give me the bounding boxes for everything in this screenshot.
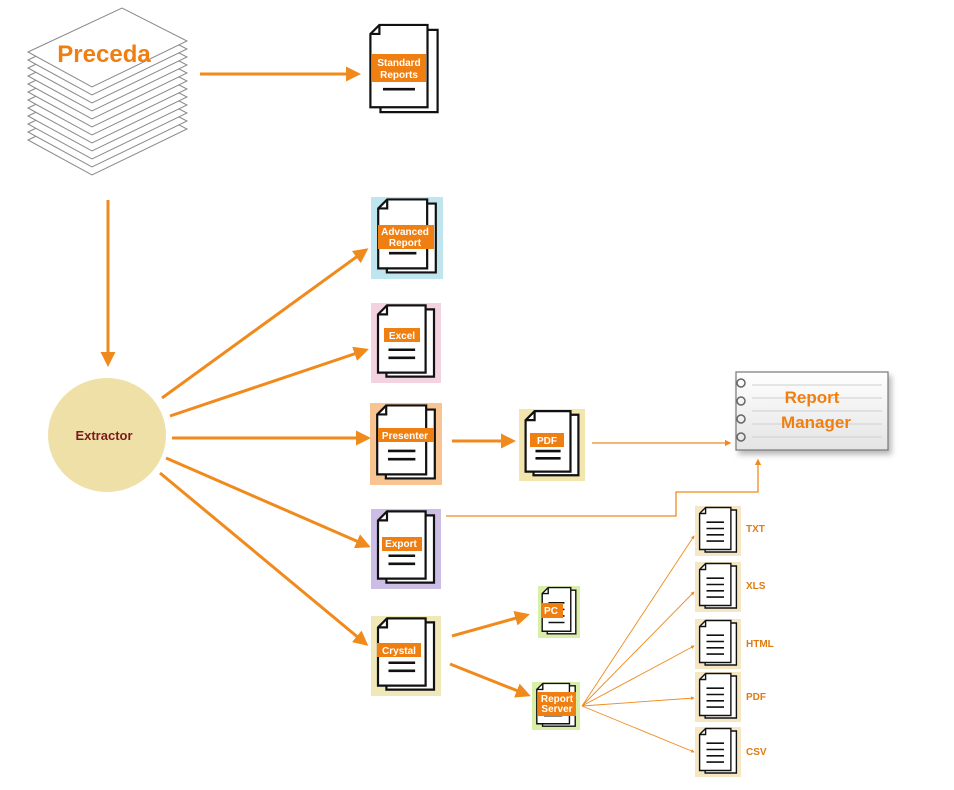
pc-label: PC	[544, 606, 558, 617]
advanced-report-label-2: Report	[389, 238, 422, 249]
doc-label-box	[372, 54, 426, 82]
arrow-extractor-to-export	[165, 456, 371, 549]
doc-fold	[699, 673, 707, 681]
preceda-stack-icon: Preceda	[26, 7, 189, 176]
doc-fold	[536, 683, 544, 691]
pdf-label: PDF	[537, 436, 557, 447]
format-label-pdf: PDF	[746, 692, 766, 703]
format-label-csv: CSV	[746, 747, 767, 758]
report-server-label-2: Server	[541, 704, 572, 715]
format-label-txt: TXT	[746, 524, 765, 535]
doc-fold	[699, 620, 707, 628]
excel-label: Excel	[389, 331, 415, 342]
doc-fold	[525, 411, 536, 422]
doc-fold	[699, 728, 707, 736]
extractor-circle	[48, 378, 166, 492]
arrow-server-to-xls	[581, 591, 695, 707]
pdf-format-doc-icon	[695, 672, 741, 722]
arrow-extractor-to-crystal	[159, 471, 369, 646]
presenter-label: Presenter	[382, 431, 428, 442]
arrow-server-to-html	[581, 645, 695, 707]
doc-label-box	[382, 537, 422, 551]
extractor-node: Extractor	[48, 378, 166, 492]
extractor-label: Extractor	[75, 428, 132, 443]
arrow-server-to-pdf	[581, 696, 695, 707]
doc-fold	[378, 618, 389, 629]
preceda-label: Preceda	[57, 41, 151, 68]
excel-doc-icon: Excel	[371, 303, 441, 383]
doc-label-box	[541, 603, 563, 618]
thin-arrows	[446, 439, 762, 517]
doc-fold	[378, 305, 389, 316]
xls-doc-icon	[695, 562, 741, 612]
report-manager-label-1: Report	[785, 388, 840, 407]
notebook-rings	[736, 378, 746, 442]
presenter-doc-icon: Presenter	[370, 403, 442, 485]
doc-label-box	[384, 328, 420, 342]
doc-label-box	[377, 643, 421, 657]
doc-fold	[370, 24, 381, 36]
report-server-label-1: Report	[541, 694, 574, 705]
csv-doc-icon	[695, 727, 741, 777]
arrow-crystal-to-report-server	[449, 662, 531, 698]
txt-doc-icon	[695, 506, 741, 556]
html-doc-icon	[695, 619, 741, 669]
format-label-html: HTML	[746, 639, 774, 650]
report-manager-notebook-icon: Report Manager	[735, 371, 889, 451]
doc-label-box	[378, 225, 434, 249]
doc-label-box	[378, 428, 434, 442]
paper-sheet	[26, 7, 189, 88]
pdf-doc-icon: PDF	[519, 409, 585, 481]
doc-fold	[699, 507, 707, 515]
doc-label-box	[538, 692, 576, 716]
doc-fold	[378, 199, 389, 210]
arrow-server-to-txt	[581, 535, 695, 707]
doc-label-box	[530, 433, 564, 447]
arrow-server-to-csv	[581, 705, 695, 753]
doc-fold	[542, 587, 549, 595]
format-label-xls: XLS	[746, 581, 766, 592]
report-server-doc-icon: Report Server	[532, 682, 580, 730]
doc-fold	[377, 405, 388, 416]
crystal-label: Crystal	[382, 646, 416, 657]
arrow-export-to-report-manager	[446, 458, 762, 517]
format-arrows	[581, 535, 695, 753]
doc-fold	[378, 511, 389, 522]
arrow-crystal-to-pc	[451, 611, 530, 638]
export-label: Export	[385, 539, 417, 550]
advanced-report-doc-icon: Advanced Report	[371, 197, 443, 279]
standard-reports-doc-icon: Standard Reports	[369, 23, 439, 114]
advanced-report-label-1: Advanced	[381, 227, 429, 238]
main-arrows	[100, 66, 531, 698]
doc-fold	[699, 563, 707, 571]
standard-reports-label-1: Standard	[377, 58, 420, 69]
standard-reports-label-2: Reports	[380, 70, 418, 81]
export-doc-icon: Export	[371, 509, 441, 589]
arrow-extractor-to-advanced	[161, 248, 369, 400]
crystal-doc-icon: Crystal	[371, 616, 441, 696]
arrow-extractor-to-excel	[169, 346, 369, 418]
report-manager-label-2: Manager	[781, 413, 851, 432]
pc-doc-icon: PC	[538, 586, 580, 638]
notebook-lines	[752, 384, 882, 438]
